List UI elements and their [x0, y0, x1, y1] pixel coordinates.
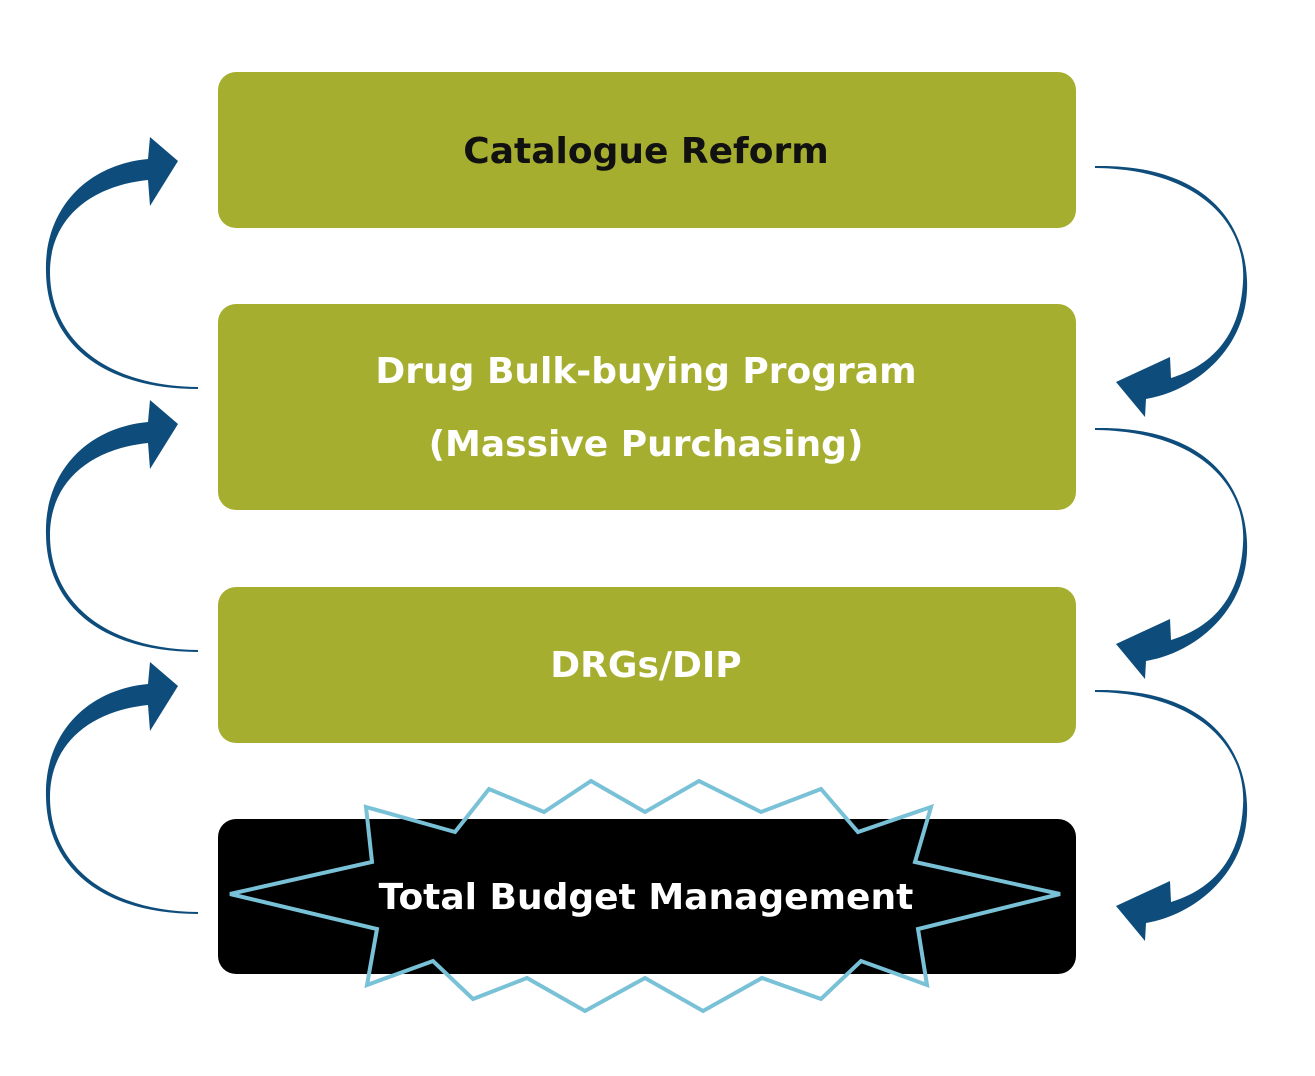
right-arrow-1: [1095, 165, 1248, 417]
left-arrow-2: [45, 400, 198, 652]
drug-bulk-buying-label-line1: Drug Bulk-buying Program: [375, 351, 916, 392]
left-arrow-1: [45, 662, 198, 914]
drug-bulk-buying-box: [218, 304, 1076, 510]
right-arrows: [1095, 165, 1248, 941]
drug-bulk-buying-label-line2: (Massive Purchasing): [429, 424, 864, 465]
right-arrow-3: [1095, 689, 1248, 941]
catalogue-reform-box: [218, 72, 1076, 228]
drgs-dip-box: [218, 587, 1076, 743]
left-arrow-3: [45, 137, 198, 389]
catalogue-reform-label: Catalogue Reform: [463, 131, 828, 172]
left-arrows: [45, 137, 198, 914]
total-budget-label: Total Budget Management: [379, 877, 914, 918]
right-arrow-2: [1095, 427, 1248, 679]
total-budget-box: [218, 819, 1076, 974]
drgs-dip-label: DRGs/DIP: [550, 645, 741, 686]
starburst-outline: [229, 778, 1061, 1014]
